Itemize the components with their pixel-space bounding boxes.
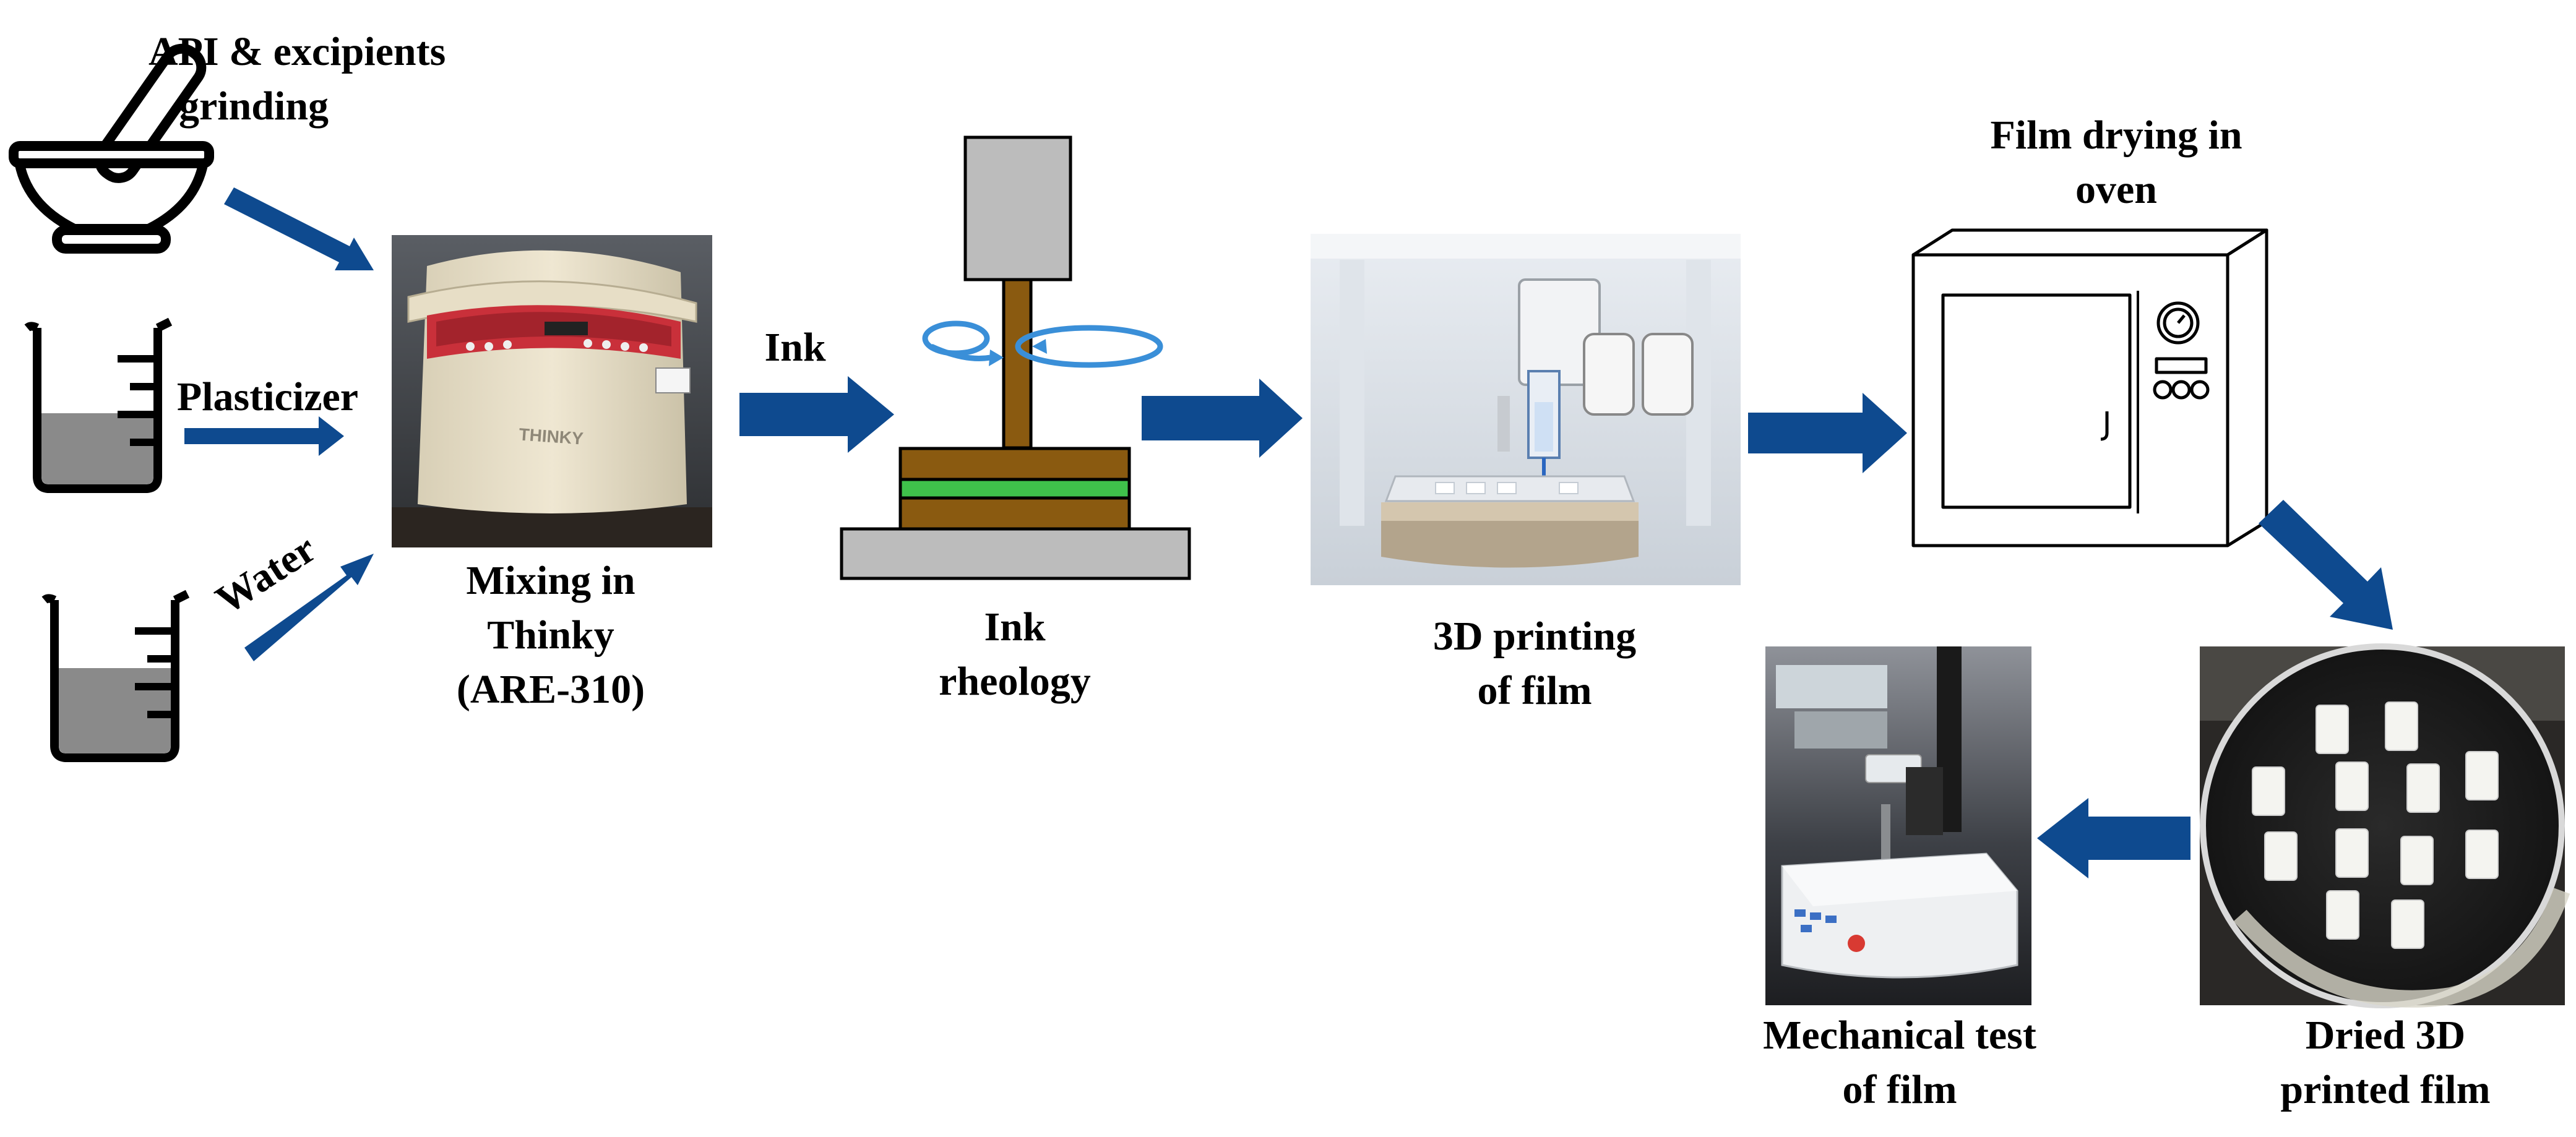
- label-mechanical-test: Mechanical test of film: [1720, 1008, 2079, 1117]
- beaker-plasticizer-icon: [24, 317, 173, 493]
- thinky-mixer-photo: THINKY: [392, 235, 712, 547]
- label-mixing-line2: Thinky: [487, 612, 614, 658]
- oven-icon: [1911, 228, 2268, 547]
- label-plasticizer: Plasticizer: [158, 370, 377, 424]
- arrow-printer-to-oven: [1748, 393, 1907, 473]
- arrow-grinding-to-mixer: [224, 187, 374, 270]
- arrow-ink-to-rheometer: [739, 376, 894, 453]
- thinky-brand-text: THINKY: [519, 424, 584, 448]
- label-3d-printing: 3D printing of film: [1411, 609, 1658, 718]
- label-api-grinding: API & excipients grinding: [149, 25, 446, 134]
- label-mixing-line1: Mixing in: [466, 558, 635, 603]
- label-mixing: Mixing in Thinky (ARE-310): [433, 554, 668, 717]
- label-film-drying-line2: oven: [2075, 167, 2157, 212]
- beaker-water-icon: [41, 590, 190, 762]
- arrow-dried-film-to-mechanical-test: [2037, 798, 2190, 878]
- dried-film-photo: [2200, 643, 2570, 1008]
- label-ink-rheology-line2: rheology: [939, 659, 1091, 704]
- label-3d-printing-line1: 3D printing: [1432, 614, 1637, 659]
- arrow-rheometer-to-printer: [1142, 379, 1303, 458]
- label-film-drying-line1: Film drying in: [1990, 113, 2242, 158]
- mechanical-tester-photo: [1765, 646, 2031, 1005]
- mortar-pestle-icon: [9, 43, 214, 254]
- arrow-oven-to-dried-film: [2259, 500, 2393, 630]
- 3d-printer-photo: [1311, 234, 1741, 585]
- label-api-grinding-line1: API & excipients: [149, 29, 446, 74]
- label-api-grinding-line2: grinding: [178, 84, 329, 129]
- label-ink-rheology-line1: Ink: [984, 604, 1046, 650]
- label-dried-film-line1: Dried 3D: [2305, 1013, 2466, 1058]
- label-3d-printing-line2: of film: [1477, 668, 1592, 713]
- arrow-plasticizer-to-mixer: [184, 416, 344, 456]
- label-dried-film-line2: printed film: [2280, 1067, 2491, 1112]
- label-mechanical-test-line1: Mechanical test: [1763, 1013, 2036, 1058]
- label-ink: Ink: [749, 320, 842, 375]
- label-mixing-line3: (ARE-310): [456, 667, 645, 712]
- arrow-water-to-mixer: [244, 554, 374, 661]
- label-dried-film: Dried 3D printed film: [2240, 1008, 2531, 1117]
- label-film-drying: Film drying in oven: [1968, 108, 2265, 217]
- rheometer-diagram: [840, 135, 1191, 580]
- label-ink-text: Ink: [764, 325, 826, 370]
- label-plasticizer-text: Plasticizer: [176, 374, 359, 419]
- label-ink-rheology: Ink rheology: [916, 600, 1114, 709]
- label-mechanical-test-line2: of film: [1842, 1067, 1957, 1112]
